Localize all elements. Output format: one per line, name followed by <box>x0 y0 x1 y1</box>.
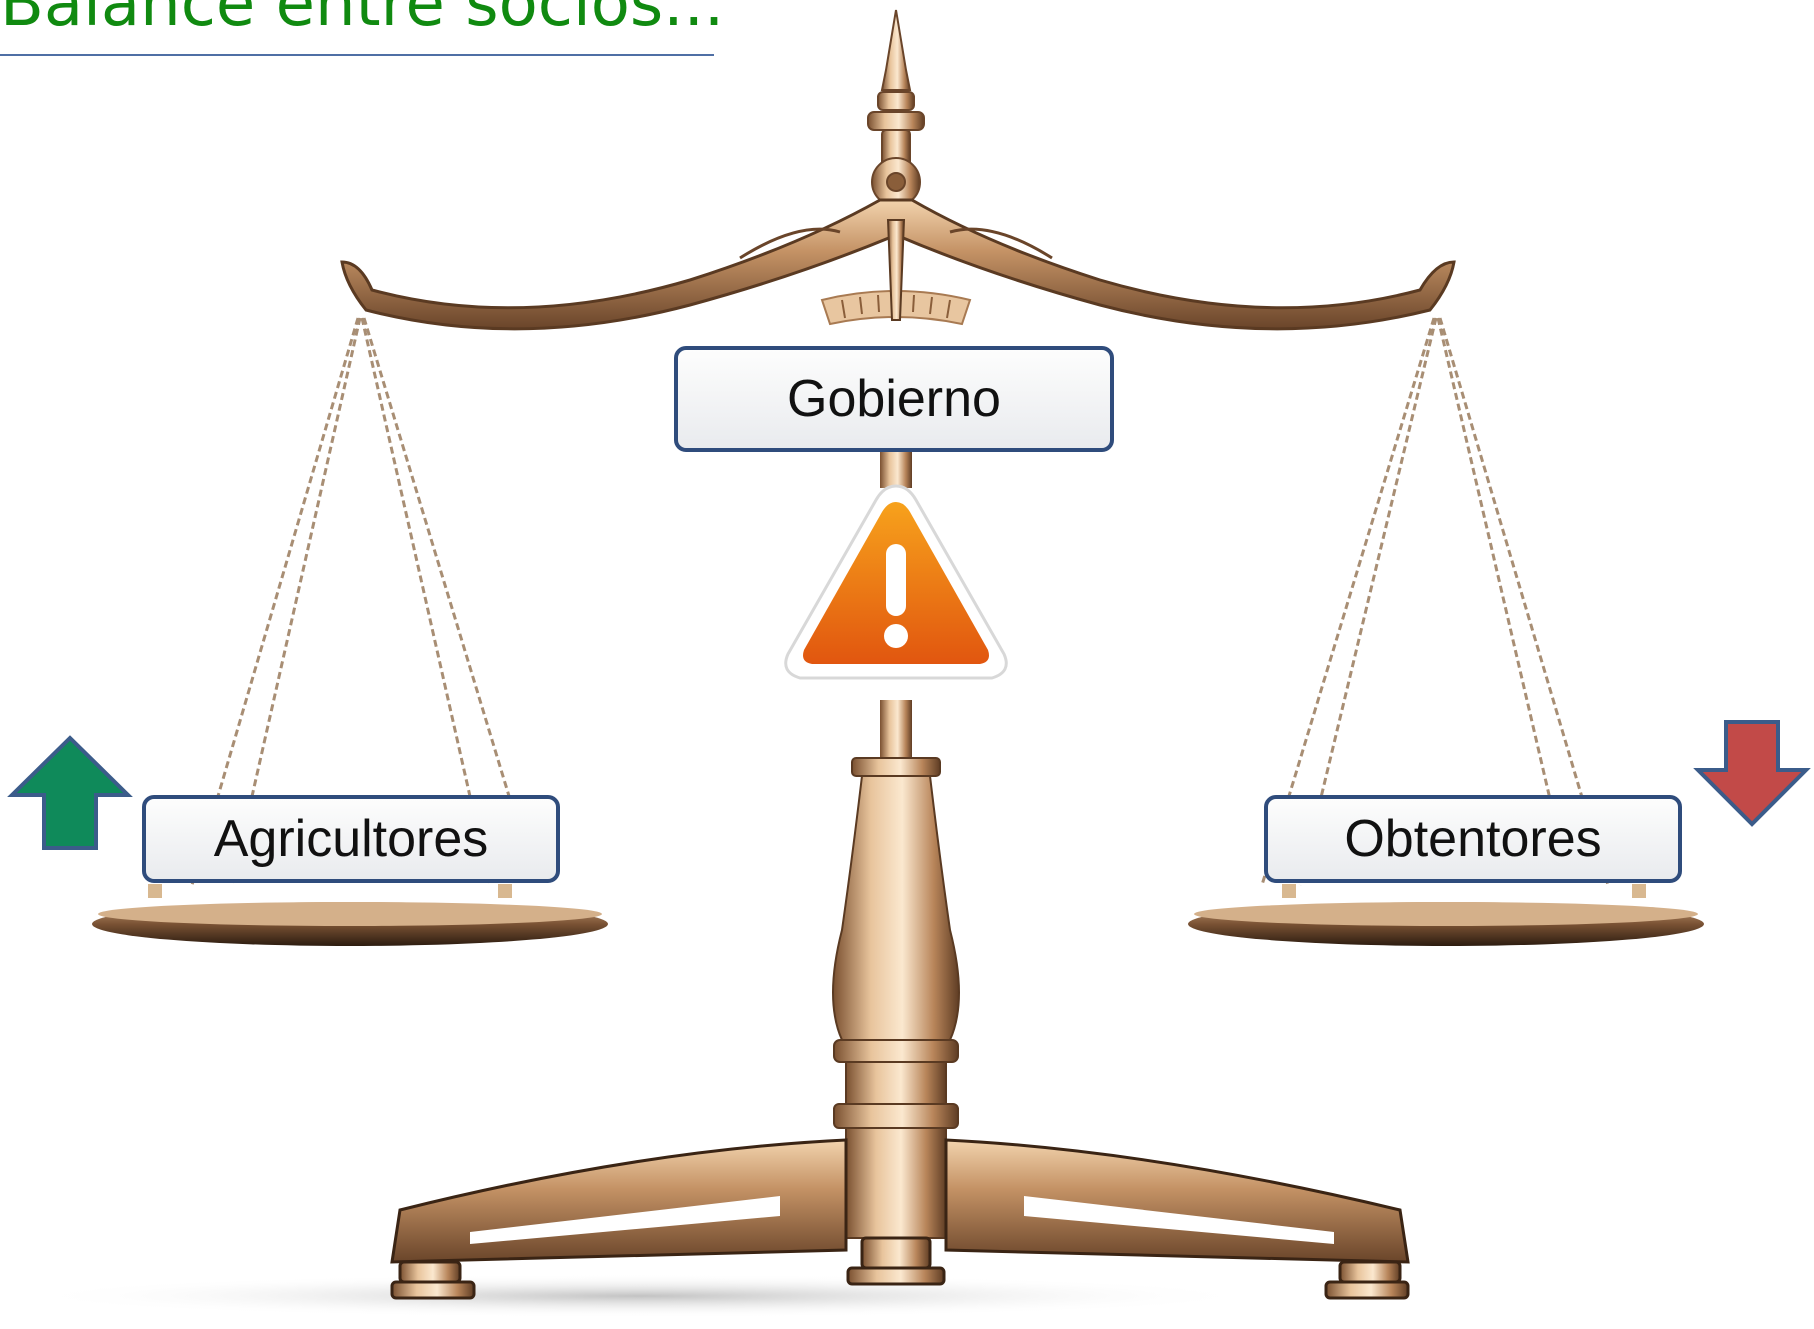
pointer-needle <box>886 219 906 321</box>
label-agricultores: Agricultores <box>142 795 560 883</box>
arrow-down-icon <box>1693 720 1811 827</box>
label-gobierno: Gobierno <box>674 346 1114 452</box>
warning-exclamation-dot <box>884 624 908 648</box>
right-chains <box>1260 317 1610 886</box>
left-pan <box>92 884 608 946</box>
slide-title: Balance entre socios... <box>0 0 725 41</box>
beam-ornament <box>739 227 1053 260</box>
label-gobierno-text: Gobierno <box>787 370 1001 428</box>
label-obtentores: Obtentores <box>1264 795 1682 883</box>
title-underline <box>0 54 714 56</box>
pillar <box>832 757 960 1239</box>
warning-exclamation-bar <box>886 544 906 616</box>
label-obtentores-text: Obtentores <box>1344 810 1602 868</box>
warning-icon <box>784 484 1008 680</box>
center-rod-upper <box>880 452 912 488</box>
right-pan <box>1188 884 1704 946</box>
label-agricultores-text: Agricultores <box>213 810 489 868</box>
center-rod-lower <box>880 700 912 760</box>
left-chains <box>190 317 538 886</box>
base-legs <box>390 1138 1410 1300</box>
spire <box>867 9 925 207</box>
arrow-up-icon <box>7 735 133 850</box>
floor-shadow <box>20 1274 1260 1318</box>
